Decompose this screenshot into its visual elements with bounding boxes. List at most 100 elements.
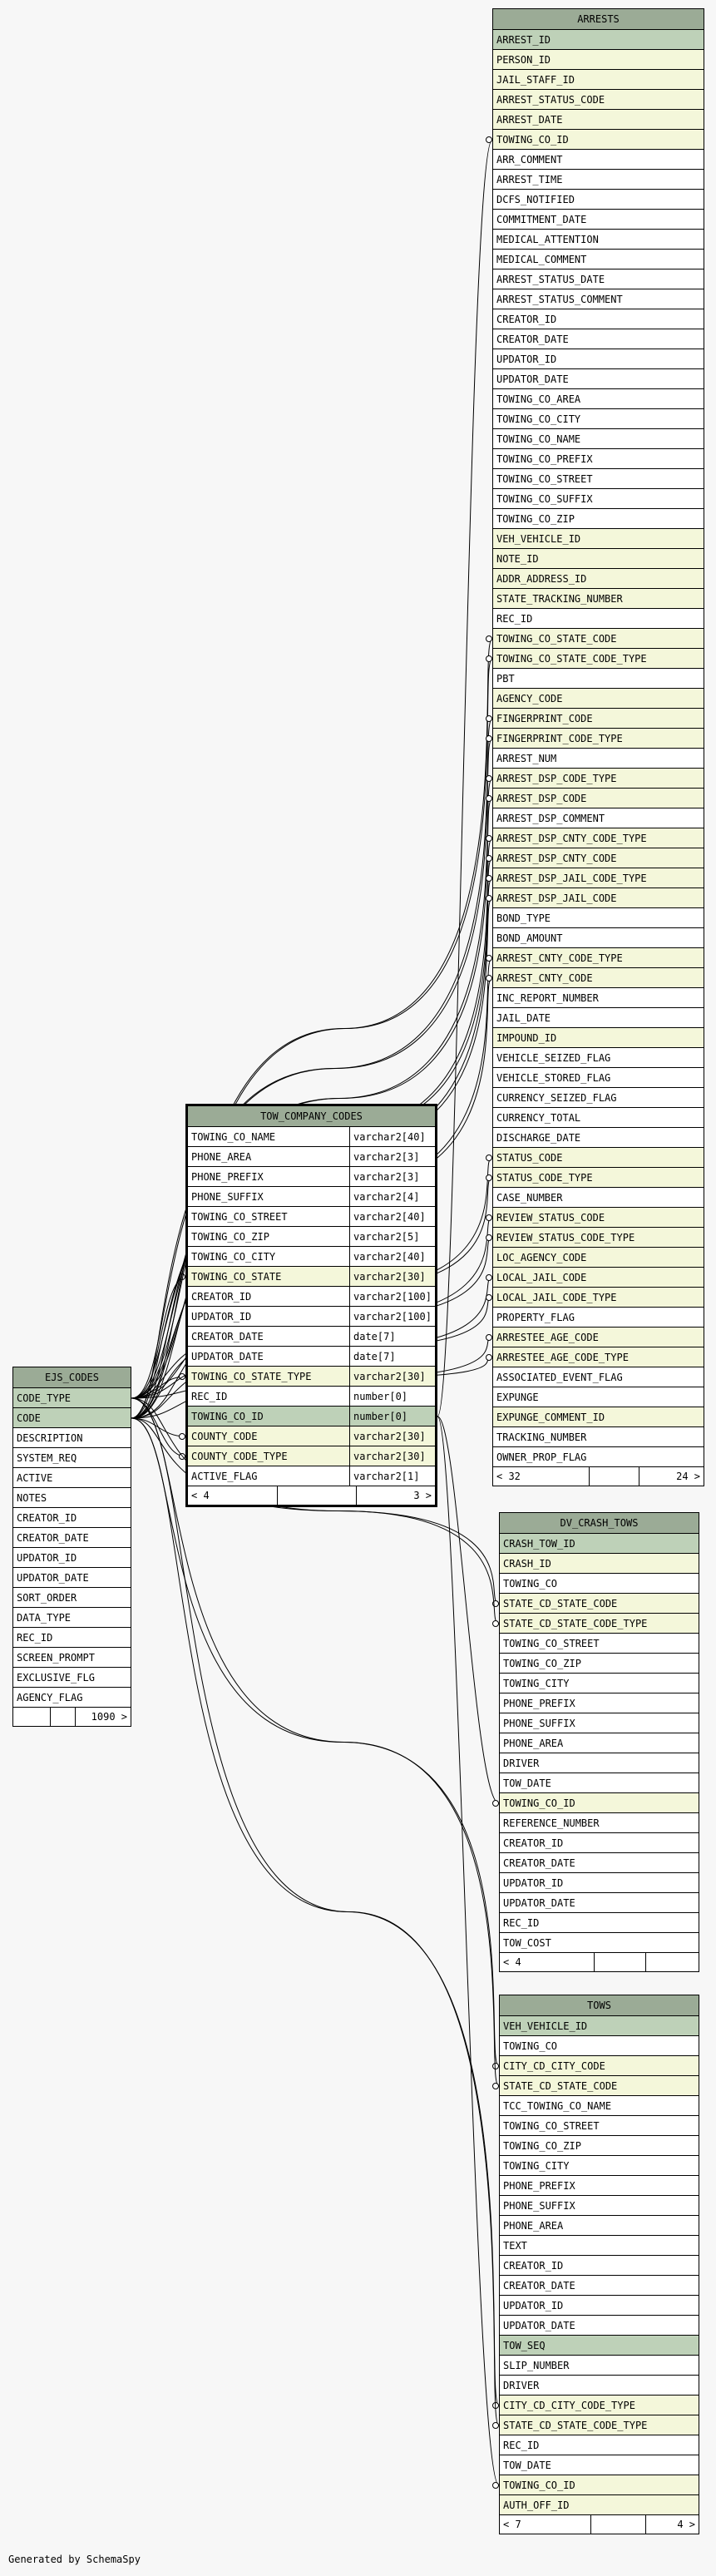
table-row[interactable]: PBT [493,669,704,689]
table-title[interactable]: TOWS [500,1995,699,2016]
table-row[interactable]: UPDATOR_ID [493,349,704,369]
table-title[interactable]: EJS_CODES [13,1367,131,1388]
table-row[interactable]: LOC_AGENCY_CODE [493,1248,704,1268]
table-row[interactable]: TOWING_CO_NAME [493,429,704,449]
table-row[interactable]: DISCHARGE_DATE [493,1128,704,1148]
table-row[interactable]: INC_REPORT_NUMBER [493,988,704,1008]
table-row[interactable]: ARREST_DSP_COMMENT [493,808,704,828]
table-row[interactable]: OWNER_PROP_FLAG [493,1447,704,1467]
table-row[interactable]: REC_ID [500,2435,699,2455]
table-row[interactable]: PHONE_PREFIX [500,2176,699,2196]
table-row[interactable]: LOCAL_JAIL_CODE_TYPE [493,1288,704,1308]
table-row[interactable]: BOND_AMOUNT [493,928,704,948]
table-row[interactable]: ARREST_CNTY_CODE [493,968,704,988]
table-row[interactable]: NOTE_ID [493,549,704,569]
table-row[interactable]: STATUS_CODE_TYPE [493,1168,704,1188]
table-row[interactable]: ARRESTEE_AGE_CODE_TYPE [493,1347,704,1367]
table-row[interactable]: UPDATOR_ID [13,1548,131,1568]
table-row[interactable]: ARREST_DSP_CNTY_CODE [493,848,704,868]
table-title[interactable]: DV_CRASH_TOWS [500,1513,699,1534]
table-row[interactable]: COMMITMENT_DATE [493,210,704,230]
table-row[interactable]: REVIEW_STATUS_CODE [493,1208,704,1228]
table-row[interactable]: TOWING_CO_ZIP [500,2136,699,2156]
table-row[interactable]: EXPUNGE [493,1387,704,1407]
table-row[interactable]: TOW_COST [500,1933,699,1953]
table-row[interactable]: CURRENCY_TOTAL [493,1108,704,1128]
table-row[interactable]: TOW_DATE [500,1773,699,1793]
table-row[interactable]: PHONE_AREA [500,1733,699,1753]
table-row[interactable]: CODE [13,1408,131,1428]
table-row[interactable]: TOWING_CO_AREA [493,389,704,409]
table-row[interactable]: BOND_TYPE [493,908,704,928]
table-row[interactable]: REC_ID [493,609,704,629]
table-row[interactable]: TOWING_CO_STREET [493,469,704,489]
table-row[interactable]: STATE_CD_STATE_CODE [500,2076,699,2096]
table-row[interactable]: UPDATOR_DATE [13,1568,131,1588]
table-row[interactable]: STATE_CD_STATE_CODE_TYPE [500,2415,699,2435]
table-row[interactable]: SYSTEM_REQ [13,1448,131,1468]
table-row[interactable]: DESCRIPTION [13,1428,131,1448]
table-row[interactable]: ARRESTEE_AGE_CODE [493,1328,704,1347]
table-row[interactable]: CREATOR_DATE [500,1853,699,1873]
table-row[interactable]: CASE_NUMBER [493,1188,704,1208]
table-row[interactable]: AUTH_OFF_ID [500,2495,699,2515]
table-row[interactable]: PERSON_ID [493,50,704,70]
table-row[interactable]: TOWING_CO [500,1574,699,1594]
table-row[interactable]: DRIVER [500,2376,699,2396]
table-row[interactable]: TOWING_CO_SUFFIX [493,489,704,509]
table-row[interactable]: AGENCY_FLAG [13,1688,131,1708]
table-row[interactable]: PHONE_AREA [500,2216,699,2236]
table-row[interactable]: STATE_TRACKING_NUMBER [493,589,704,609]
table-row[interactable]: FINGERPRINT_CODE_TYPE [493,729,704,749]
table-row[interactable]: REC_ID [13,1628,131,1648]
table-row[interactable]: ARREST_DSP_CNTY_CODE_TYPE [493,828,704,848]
table-row[interactable]: CRASH_ID [500,1554,699,1574]
table-row[interactable]: REC_ID [500,1913,699,1933]
table-row[interactable]: ARREST_DSP_CODE [493,789,704,808]
table-row[interactable]: ARREST_CNTY_CODE_TYPE [493,948,704,968]
table-row[interactable]: TOWING_CO_STATE_CODE_TYPE [493,649,704,669]
table-row[interactable]: TOWING_CITY [500,2156,699,2176]
table-row[interactable]: ACTIVE [13,1468,131,1488]
table-row[interactable]: EXCLUSIVE_FLG [13,1668,131,1688]
table-row[interactable]: ADDR_ADDRESS_ID [493,569,704,589]
table-row[interactable]: CREATOR_DATE [500,2276,699,2296]
table-row[interactable]: CREATOR_ID [493,309,704,329]
table-row[interactable]: VEH_VEHICLE_ID [500,2016,699,2036]
table-row[interactable]: STATE_CD_STATE_CODE [500,1594,699,1614]
table-row[interactable]: CREATOR_ID [13,1508,131,1528]
table-row[interactable]: DCFS_NOTIFIED [493,190,704,210]
table-row[interactable]: UPDATOR_ID [500,2296,699,2316]
table-row[interactable]: VEHICLE_STORED_FLAG [493,1068,704,1088]
table-row[interactable]: UPDATOR_DATE [493,369,704,389]
table-row[interactable]: SORT_ORDER [13,1588,131,1608]
table-row[interactable]: REVIEW_STATUS_CODE_TYPE [493,1228,704,1248]
table-row[interactable]: AGENCY_CODE [493,689,704,709]
table-row[interactable]: TOW_SEQ [500,2336,699,2356]
table-row[interactable]: SCREEN_PROMPT [13,1648,131,1668]
table-row[interactable]: ARREST_DSP_CODE_TYPE [493,769,704,789]
table-row[interactable]: REFERENCE_NUMBER [500,1813,699,1833]
table-row[interactable]: UPDATOR_DATE [500,1893,699,1913]
table-row[interactable]: TOWING_CO_ZIP [493,509,704,529]
table-row[interactable]: MEDICAL_COMMENT [493,250,704,269]
table-title[interactable]: ARRESTS [493,9,704,30]
table-row[interactable]: JAIL_STAFF_ID [493,70,704,90]
table-row[interactable]: TRACKING_NUMBER [493,1427,704,1447]
table-row[interactable]: NOTES [13,1488,131,1508]
table-row[interactable]: ARREST_NUM [493,749,704,769]
table-row[interactable]: CREATOR_DATE [13,1528,131,1548]
table-row[interactable]: DATA_TYPE [13,1608,131,1628]
table-row[interactable]: TOWING_CO_ID [493,130,704,150]
table-row[interactable]: CODE_TYPE [13,1388,131,1408]
